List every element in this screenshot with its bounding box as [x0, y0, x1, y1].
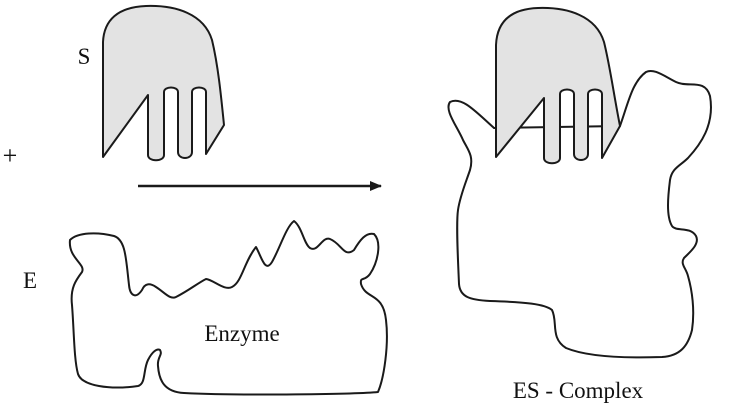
complex-enzyme-shape: [447, 70, 712, 359]
enzyme-shape: [68, 220, 388, 396]
substrate-label: S: [78, 44, 91, 69]
enzyme-name-label: Enzyme: [204, 321, 279, 346]
es-complex-label: ES - Complex: [513, 378, 644, 403]
plus-sign: +: [3, 141, 18, 170]
substrate-shape: [102, 4, 225, 162]
complex-substrate-shape: [495, 6, 621, 165]
enzyme-letter-label: E: [23, 268, 37, 293]
